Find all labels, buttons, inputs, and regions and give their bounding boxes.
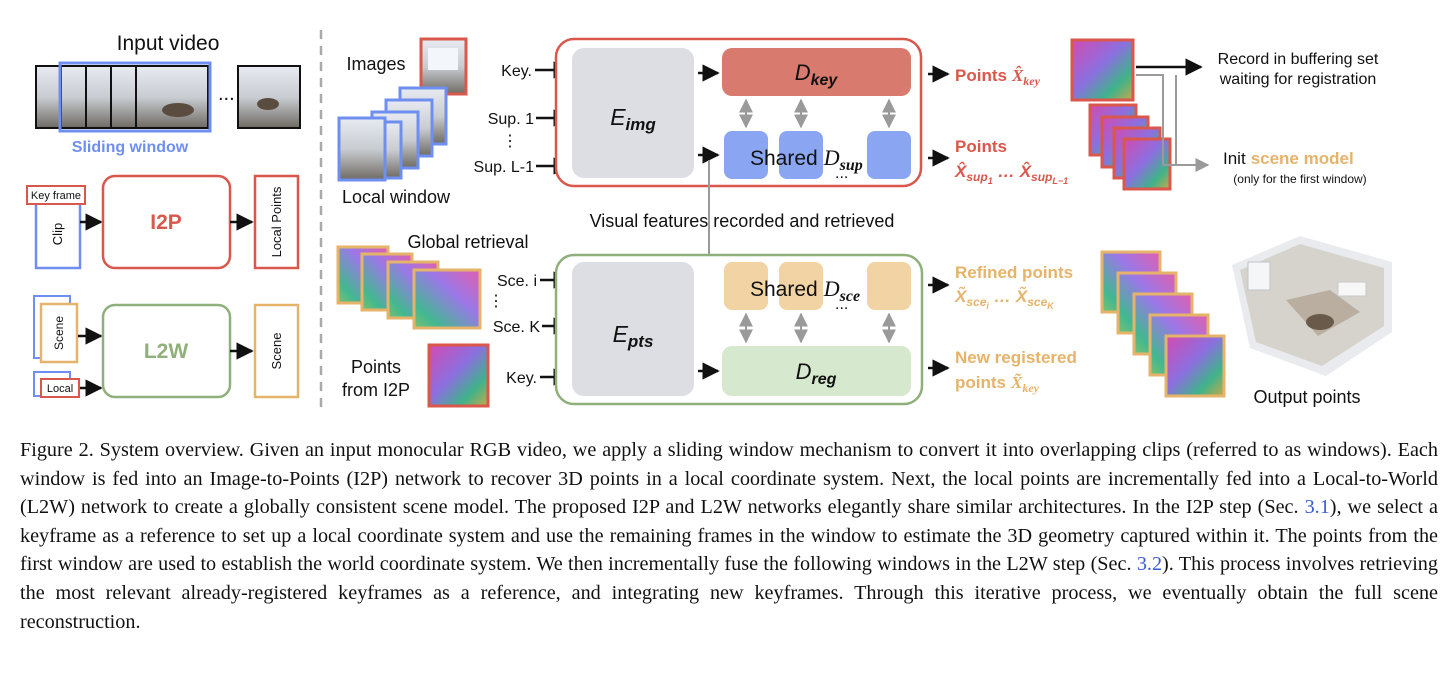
section-ref-link-2[interactable]: 3.2: [1136, 553, 1163, 576]
clip-label: Clip: [50, 223, 65, 245]
sce-i-label: Sce. i: [497, 273, 537, 290]
scene-output-block: [253, 303, 300, 399]
refined-points-symbols: X̃scei…X̃sceK: [954, 286, 1055, 311]
points-sup-symbols: X̂sup1…X̂supL−1: [954, 161, 1068, 186]
encoder-pts-label: Epts: [613, 321, 654, 351]
output-points-stack: [1100, 250, 1226, 398]
output-points-label: Output points: [1253, 387, 1360, 407]
retrieved-scene-stack: [336, 245, 482, 330]
local-window-stack: [337, 86, 448, 182]
init-scene-arrows: [1136, 74, 1210, 172]
input-video-label: Input video: [117, 32, 220, 55]
local-points-label: Local Points: [269, 186, 284, 257]
dreg-block: [722, 346, 911, 396]
sup1-input-label: Sup. 1: [488, 111, 534, 128]
record-buffer-line2: waiting for registration: [1219, 71, 1377, 88]
sce-k-label: Sce. K: [493, 319, 540, 336]
dreg-label: Dreg: [796, 359, 837, 388]
points-from-i2p-line2: from I2P: [342, 380, 410, 400]
l2w-label: L2W: [144, 340, 189, 363]
visual-features-label: Visual features recorded and retrieved: [590, 211, 895, 231]
video-frames: [35, 61, 301, 133]
refined-points-label: Refined points: [955, 263, 1073, 282]
key-input-label: Key.: [501, 63, 532, 80]
first-window-note: (only for the first window): [1233, 172, 1366, 186]
shared-dsup-blocks: [724, 131, 911, 179]
dkey-label: Dkey: [795, 60, 839, 89]
system-overview-diagram: Input video ... Sliding window Key frame…: [26, 30, 1392, 408]
encoder-img-label: Eimg: [610, 104, 656, 134]
global-retrieval-label: Global retrieval: [407, 232, 528, 252]
local-tag: [40, 378, 80, 398]
sup-points-stack: [1088, 103, 1172, 191]
l2w-cross-attention-arrows: [739, 312, 896, 344]
shared-dsce-blocks: [724, 262, 911, 310]
local-points-block: [253, 174, 300, 270]
record-buffer-line1: Record in buffering set: [1218, 51, 1379, 68]
video-ellipsis: ...: [218, 83, 235, 105]
key-frame-label: Key frame: [31, 190, 81, 202]
encoder-pts-block: [572, 262, 694, 396]
dsup-dots: ...: [835, 165, 848, 182]
supL-input-label: Sup. L-1: [474, 159, 535, 176]
points-sup-label: Points: [955, 137, 1007, 156]
figure-caption: Figure 2. System overview. Given an inpu…: [20, 436, 1438, 636]
dkey-block: [722, 48, 911, 96]
key-image-thumb: [419, 37, 468, 96]
local-window-label: Local window: [342, 187, 451, 207]
scene-output-label: Scene: [269, 333, 284, 370]
key-points-input-thumb: [427, 343, 490, 408]
encoder-img-block: [572, 48, 694, 178]
i2p-label: I2P: [150, 211, 182, 234]
clip-block: [34, 192, 82, 270]
local-label: Local: [47, 383, 73, 395]
sup-vdots: ⋮: [502, 133, 518, 150]
key-frame-tag: [26, 185, 86, 205]
reconstructed-scene-render: [1232, 236, 1392, 376]
key-points-thumb: [1070, 38, 1135, 102]
i2p-cross-attention-arrows: [739, 98, 896, 129]
key-points-input-label: Key.: [506, 370, 537, 387]
points-from-i2p-line1: Points: [351, 357, 401, 377]
caption-text-1: Figure 2. System overview. Given an inpu…: [20, 439, 1438, 519]
new-registered-line1: New registered: [955, 348, 1077, 367]
caption-text-3: ). This process involves retrieving the …: [20, 553, 1438, 633]
scene-input-label: Scene: [52, 316, 66, 350]
scene-input-block: [39, 302, 79, 364]
sce-vdots: ⋮: [488, 293, 504, 310]
dsce-dots: ...: [835, 296, 848, 313]
caption-text-2: ), we select a keyframe as a reference t…: [20, 496, 1438, 576]
section-ref-link-1[interactable]: 3.1: [1304, 496, 1330, 519]
sliding-window-label: Sliding window: [72, 139, 189, 156]
images-label: Images: [346, 54, 405, 74]
